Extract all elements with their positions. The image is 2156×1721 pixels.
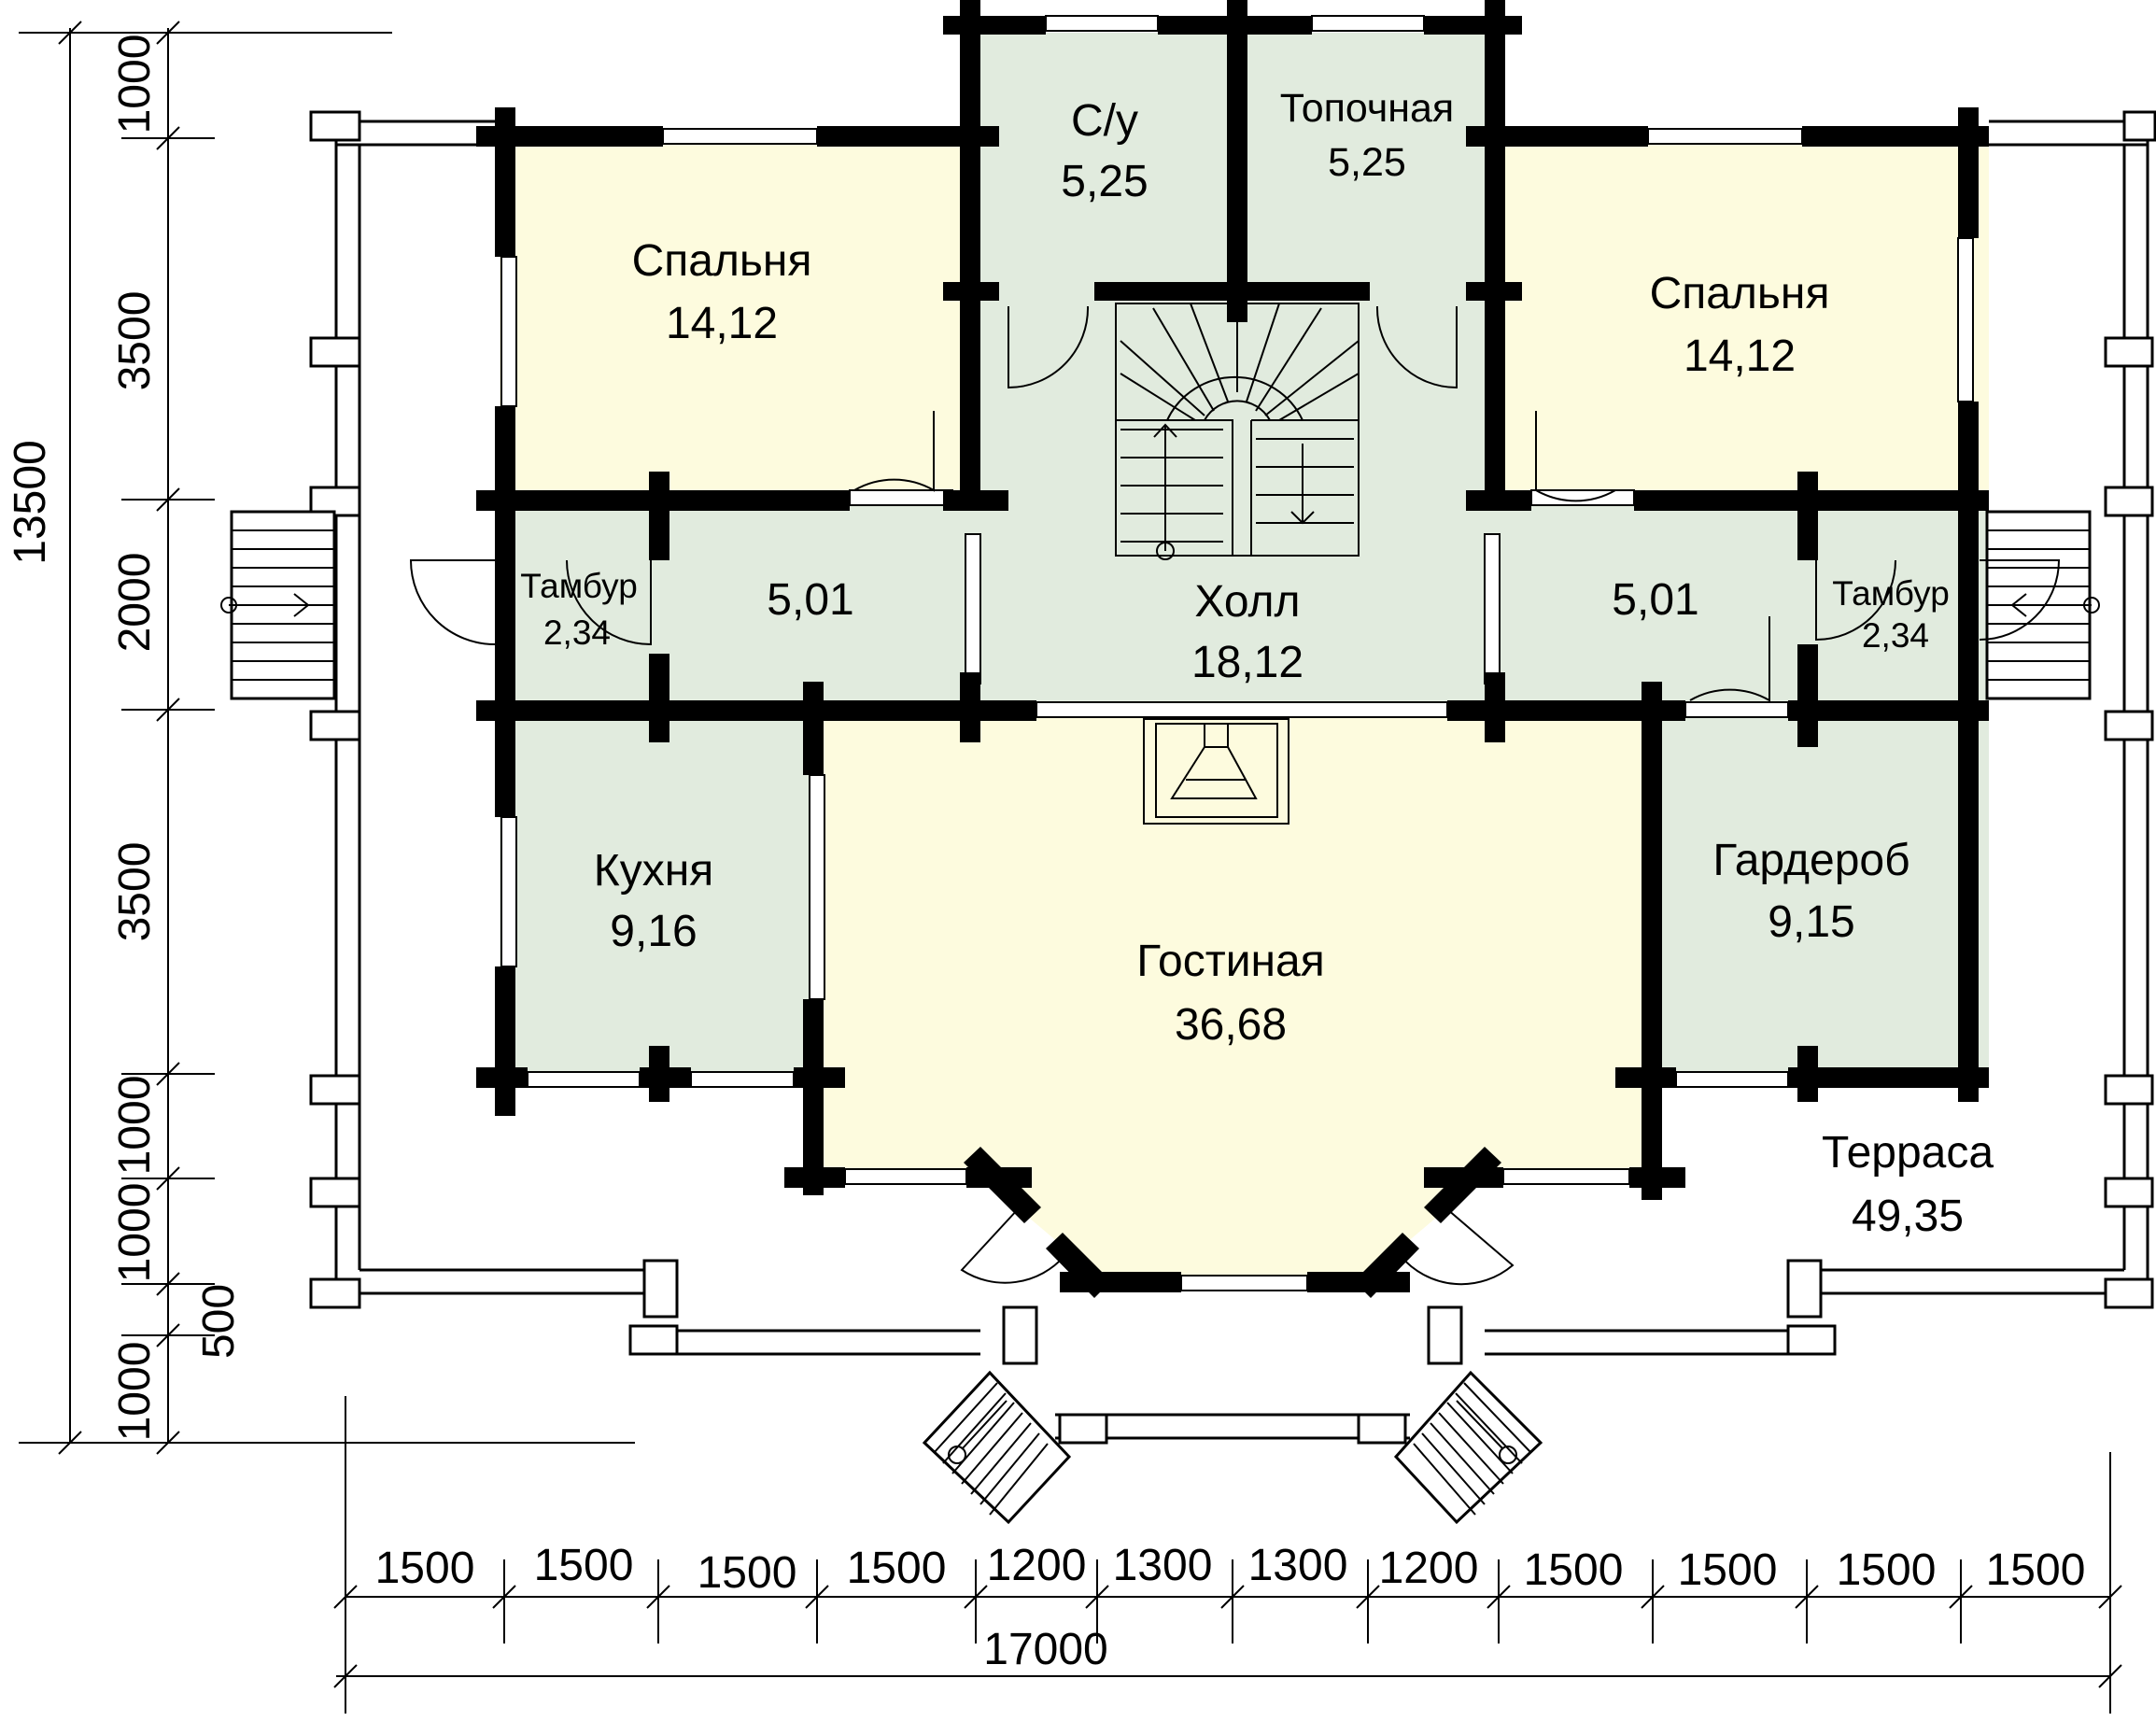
dim-bottom-seg-5: 1200	[987, 1541, 1087, 1590]
dim-bottom-seg-7: 1300	[1248, 1541, 1348, 1590]
wardrobe-fill	[1653, 710, 1989, 1074]
terrace-area: 49,35	[1852, 1192, 1964, 1241]
su-area: 5,25	[1061, 157, 1148, 206]
fireplace	[1143, 718, 1289, 825]
bedroom-right-fill	[1494, 145, 1989, 500]
doors	[409, 305, 2061, 1286]
room-left-fill	[658, 500, 971, 710]
wardrobe-area: 9,15	[1768, 897, 1854, 947]
vestibule-right-fill	[1802, 500, 1989, 710]
boiler-area: 5,25	[1328, 140, 1406, 185]
bottom-dimension-lines	[333, 1396, 2122, 1714]
kitchen-fill	[500, 710, 812, 1074]
bedroom-right-area: 14,12	[1684, 332, 1796, 381]
walls	[476, 0, 1989, 1298]
dim-bottom-total: 17000	[983, 1625, 1107, 1674]
dim-left-seg-1: 1000	[110, 35, 160, 134]
hall-name: Холл	[1194, 577, 1300, 627]
room-left-area: 5,01	[767, 575, 853, 625]
dim-bottom-seg-10: 1500	[1678, 1545, 1778, 1595]
kitchen-name: Кухня	[594, 846, 713, 896]
porch-stair-left	[220, 510, 336, 700]
front-stair-left	[922, 1370, 1072, 1525]
bedroom-left-area: 14,12	[666, 299, 778, 348]
dim-left-seg-6: 1000	[110, 1183, 160, 1283]
dim-left-total: 13500	[6, 440, 55, 564]
terrace-name: Терраса	[1822, 1128, 1994, 1178]
dim-bottom-seg-2: 1500	[534, 1541, 634, 1590]
dim-left-seg-4: 3500	[110, 842, 160, 942]
boiler-name: Топочная	[1280, 86, 1454, 131]
dim-bottom-seg-9: 1500	[1524, 1545, 1624, 1595]
dim-bottom-seg-8: 1200	[1379, 1544, 1479, 1593]
terrace-outline	[334, 120, 2149, 1440]
dim-bottom-seg-11: 1500	[1837, 1545, 1937, 1595]
dim-bottom-seg-1: 1500	[375, 1544, 475, 1593]
boiler-fill	[1237, 33, 1494, 289]
vestibule-left-area: 2,34	[543, 614, 611, 652]
porch-stair-right	[1985, 510, 2100, 700]
su-fill	[971, 33, 1237, 289]
dim-bottom-seg-3: 1500	[698, 1548, 797, 1598]
vestibule-right-area: 2,34	[1862, 616, 1929, 655]
bedroom-left-name: Спальня	[632, 236, 812, 286]
dim-bottom-seg-4: 1500	[847, 1544, 947, 1593]
living-area: 36,68	[1175, 1000, 1287, 1050]
dim-bottom-seg-12: 1500	[1986, 1545, 2086, 1595]
kitchen-area: 9,16	[610, 907, 697, 956]
terrace-posts	[309, 110, 2156, 1445]
wardrobe-name: Гардероб	[1712, 836, 1909, 885]
dim-left-seg-7: 500	[194, 1284, 244, 1359]
vestibule-right-name: Тамбур	[1832, 574, 1950, 613]
left-dimension-lines	[19, 21, 635, 1455]
bedroom-left-fill	[500, 145, 971, 500]
room-labels: С/у 5,25 Топочная 5,25 Спальня 14,12 Спа…	[520, 86, 1994, 1241]
dim-left-seg-3: 2000	[110, 553, 160, 653]
dim-left-seg-2: 3500	[110, 291, 160, 391]
room-right-area: 5,01	[1612, 575, 1698, 625]
windows	[500, 15, 1974, 1291]
dim-left-seg-8: 1000	[110, 1342, 160, 1442]
dim-bottom-seg-6: 1300	[1113, 1541, 1213, 1590]
hall-area: 18,12	[1191, 638, 1303, 687]
dim-left-seg-5: 1000	[110, 1076, 160, 1176]
vestibule-left-name: Тамбур	[520, 567, 638, 605]
living-name: Гостиная	[1136, 937, 1324, 986]
su-name: С/у	[1071, 96, 1138, 146]
room-right-fill	[1494, 500, 1802, 710]
living-fill	[812, 710, 1653, 1279]
front-stair-right	[1393, 1370, 1543, 1525]
bedroom-right-name: Спальня	[1650, 269, 1830, 318]
